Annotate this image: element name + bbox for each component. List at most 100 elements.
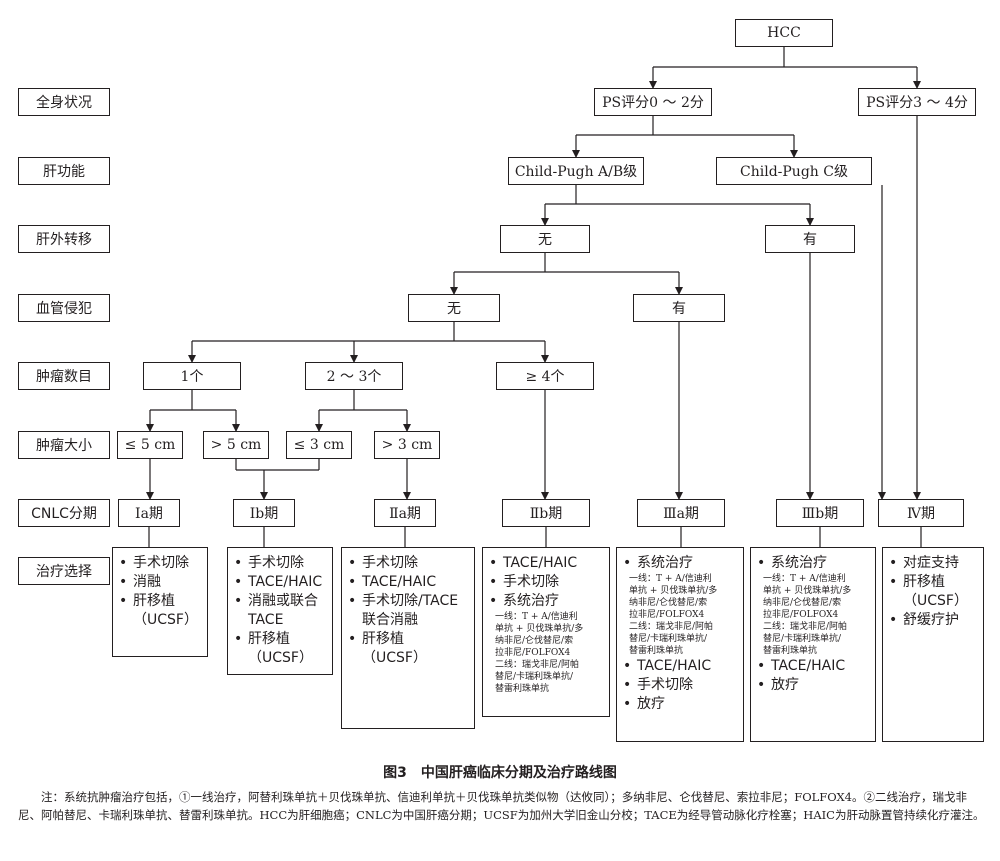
node-hcc: HCC (735, 19, 833, 47)
treatment-item: • 手术切除 (489, 573, 605, 592)
treatment-item-label: TACE/HAIC (503, 555, 578, 571)
regimen-detail-line: 二线：瑞戈非尼/阿帕 (495, 660, 580, 670)
regimen-detail-line: 单抗 + 贝伐珠单抗/多 (763, 586, 852, 596)
treatment-item: • 消融或联合 (234, 592, 328, 611)
treatment-item-label: 肝移植 (903, 574, 945, 590)
bullet-icon: • (757, 677, 766, 693)
node-tumor-count-2-3: 2 ～ 3个 (305, 362, 403, 390)
bullet-icon: • (348, 555, 357, 571)
regimen-detail-line: 替雷利珠单抗 (629, 646, 684, 656)
regimen-detail-line: 拉非尼/FOLFOX4 (629, 610, 705, 620)
treatment-item: •TACE/HAIC (623, 657, 739, 676)
regimen-detail-line: 一线：T + A/信迪利 (629, 574, 712, 584)
treatment-box-stage-2b: •TACE/HAIC•手术切除•系统治疗一线：T + A/信迪利单抗 + 贝伐珠… (482, 547, 610, 717)
treatment-item-label: 肝移植 (248, 631, 290, 647)
treatment-item-label: 系统治疗 (637, 555, 693, 571)
treatment-item-label: 手术切除 (362, 555, 418, 571)
bullet-icon: • (234, 631, 243, 647)
treatment-item-label: TACE/HAIC (637, 658, 712, 674)
regimen-detail-line: 替尼/卡瑞利珠单抗/ (495, 672, 574, 682)
node-size-le-5cm: ≤ 5 cm (117, 431, 183, 459)
treatment-item: •手术切除 (234, 554, 328, 573)
bullet-icon: • (119, 574, 128, 590)
stage-4: Ⅳ期 (878, 499, 964, 527)
treatment-item-label: 肝移植 (133, 593, 175, 609)
treatment-item-label: 消融或联合 (248, 593, 318, 609)
treatment-item: • 手术切除 (119, 554, 203, 573)
bullet-icon: • (348, 631, 357, 647)
bullet-icon: • (889, 612, 898, 628)
bullet-icon: • (757, 555, 766, 571)
row-label-vascular-invasion: 血管侵犯 (18, 294, 110, 322)
treatment-item-label: 系统治疗 (771, 555, 827, 571)
regimen-detail-line: 单抗 + 贝伐珠单抗/多 (629, 586, 718, 596)
treatment-item: • 放疗 (623, 695, 739, 714)
regimen-detail-line: 二线：瑞戈非尼/阿帕 (763, 622, 848, 632)
bullet-icon: • (119, 555, 128, 571)
treatment-item: • 手术切除 (348, 554, 470, 573)
treatment-item-label: 消融 (133, 574, 161, 590)
node-size-gt-5cm: > 5 cm (203, 431, 269, 459)
regimen-detail-line: 纳非尼/仑伐替尼/索 (763, 598, 842, 608)
row-label-general-status: 全身状况 (18, 88, 110, 116)
bullet-icon: • (623, 555, 632, 571)
treatment-box-stage-3a: •系统治疗一线：T + A/信迪利单抗 + 贝伐珠单抗/多纳非尼/仑伐替尼/索拉… (616, 547, 744, 742)
bullet-icon: • (489, 593, 498, 609)
treatment-item-label: 放疗 (771, 677, 799, 693)
treatment-item-label: 肝移植 (362, 631, 404, 647)
bullet-icon: • (489, 555, 498, 571)
node-child-pugh-c: Child-Pugh C级 (716, 157, 872, 185)
treatment-item-continuation: 联合消融 (362, 612, 418, 628)
regimen-detail-line: 替雷利珠单抗 (495, 684, 550, 694)
treatment-item: • 消融 (119, 573, 203, 592)
treatment-box-stage-1a: • 手术切除 • 消融 • 肝移植 （UCSF） (112, 547, 208, 657)
bullet-icon: • (234, 593, 243, 609)
row-label-tumor-size: 肿瘤大小 (18, 431, 110, 459)
treatment-item-label: 手术切除 (637, 677, 693, 693)
treatment-item-continuation: （UCSF） (133, 612, 198, 628)
node-vascular-no: 无 (408, 294, 500, 322)
treatment-item-label: 手术切除/TACE (362, 593, 459, 609)
bullet-icon: • (348, 593, 357, 609)
treatment-item: •TACE/HAIC (234, 573, 328, 592)
row-label-treatment: 治疗选择 (18, 557, 110, 585)
bullet-icon: • (489, 574, 498, 590)
treatment-item-label: 手术切除 (133, 555, 189, 571)
treatment-item-label: 放疗 (637, 696, 665, 712)
treatment-item-label: 系统治疗 (503, 593, 559, 609)
regimen-detail-line: 替尼/卡瑞利珠单抗/ (629, 634, 708, 644)
row-label-liver-function: 肝功能 (18, 157, 110, 185)
bullet-icon: • (119, 593, 128, 609)
node-vascular-yes: 有 (633, 294, 725, 322)
treatment-item: • 系统治疗 (757, 554, 871, 573)
treatment-item: •肝移植 (889, 573, 979, 592)
stage-1b: Ⅰb期 (233, 499, 295, 527)
treatment-item: • 肝移植 (234, 630, 328, 649)
treatment-item-label: TACE/HAIC (362, 574, 437, 590)
bullet-icon: • (623, 677, 632, 693)
treatment-item-continuation: TACE (248, 612, 284, 628)
row-label-extrahepatic-metastasis: 肝外转移 (18, 225, 110, 253)
stage-2b: Ⅱb期 (502, 499, 590, 527)
node-tumor-count-1: 1个 (143, 362, 241, 390)
stage-3a: Ⅲa期 (637, 499, 725, 527)
node-child-pugh-ab: Child-Pugh A/B级 (508, 157, 644, 185)
treatment-item: • TACE/HAIC (489, 554, 605, 573)
regimen-detail-line: 一线：T + A/信迪利 (763, 574, 846, 584)
treatment-item-label: 手术切除 (503, 574, 559, 590)
bullet-icon: • (757, 658, 766, 674)
regimen-detail-line: 拉非尼/FOLFOX4 (763, 610, 839, 620)
node-extrahepatic-no: 无 (500, 225, 590, 253)
stage-3b: Ⅲb期 (776, 499, 864, 527)
figure-caption: 图3 中国肝癌临床分期及治疗路线图 (383, 765, 617, 781)
treatment-item-label: 舒缓疗护 (903, 612, 959, 628)
bullet-icon: • (623, 696, 632, 712)
bullet-icon: • (348, 574, 357, 590)
row-label-tumor-number: 肿瘤数目 (18, 362, 110, 390)
node-extrahepatic-yes: 有 (765, 225, 855, 253)
row-label-cnlc-stage: CNLC分期 (18, 499, 110, 527)
treatment-box-stage-3b: • 系统治疗一线：T + A/信迪利单抗 + 贝伐珠单抗/多纳非尼/仑伐替尼/索拉… (750, 547, 876, 742)
